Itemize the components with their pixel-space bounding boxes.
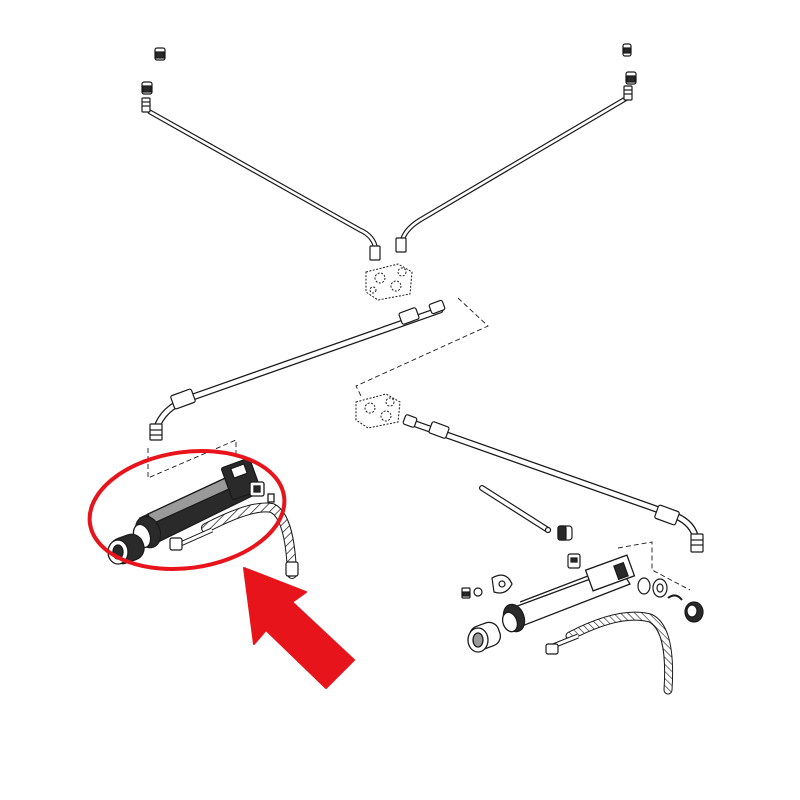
middle-left-line-fittings [149, 299, 446, 441]
tie-rod [479, 485, 551, 533]
middle-right-line-fittings [402, 414, 704, 553]
leader-lines [147, 297, 691, 591]
upper-right-fitting-nut [395, 43, 637, 253]
right-cylinder-small-parts [461, 574, 704, 655]
upper-left-fitting-nut [141, 47, 381, 261]
left-cylinder-body [139, 457, 275, 543]
right-steering-cylinder [467, 554, 636, 653]
steering-cylinder-assembly [107, 457, 299, 579]
upper-right-hydraulic-line [399, 95, 630, 243]
tie-rod-end-parts [544, 525, 581, 569]
middle-right-hydraulic-line [406, 418, 700, 541]
left-cylinder-hose [169, 502, 299, 579]
right-cylinder-hose [547, 611, 674, 695]
red-pointer-arrow-icon [243, 567, 355, 689]
highlight-ellipse [87, 448, 287, 572]
upper-left-hydraulic-line [147, 109, 379, 251]
lower-valve-block [355, 393, 401, 429]
upper-valve-block [365, 263, 413, 301]
